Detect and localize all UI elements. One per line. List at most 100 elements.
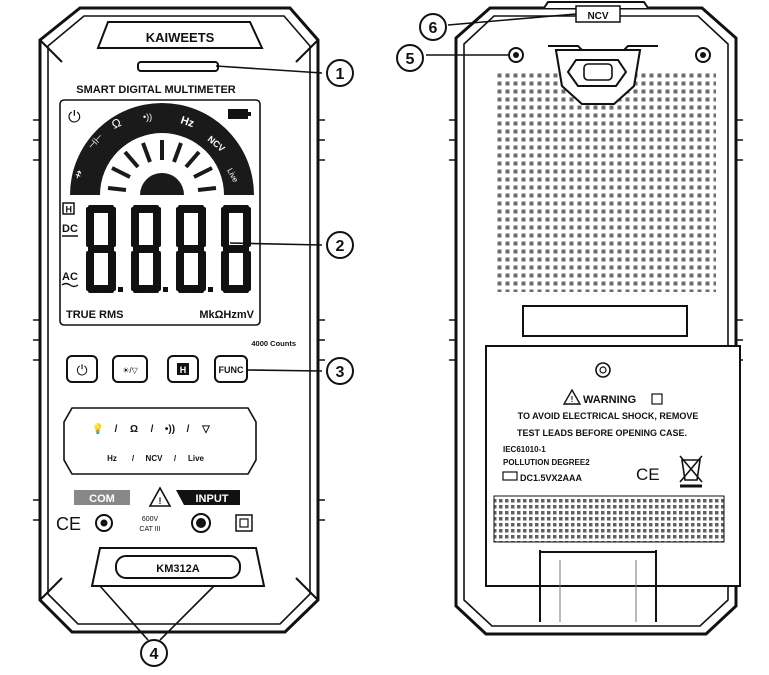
rating-line2: CAT III <box>139 526 160 533</box>
digit-segment <box>108 207 116 247</box>
mode-item: / <box>187 424 190 435</box>
digit-segment <box>223 245 249 253</box>
true-rms-label: TRUE RMS <box>66 309 123 321</box>
callout-1: 1 <box>326 59 354 87</box>
mode-item: Ω <box>130 424 138 435</box>
input-jack[interactable] <box>191 513 211 533</box>
svg-text:2: 2 <box>336 238 345 255</box>
mode-item: 💡 <box>92 422 104 435</box>
digit-segment <box>198 251 206 291</box>
func-label: FUNC <box>219 365 244 375</box>
mode-panel <box>63 407 257 475</box>
dc-flag: DC <box>62 223 78 235</box>
digit-segment <box>133 285 159 293</box>
digit-segment <box>88 245 114 253</box>
digit-segment <box>108 251 116 291</box>
ac-flag: AC <box>62 271 78 283</box>
arc-label-continuity: •)) <box>143 112 152 122</box>
hold-flag: H <box>66 205 73 215</box>
digit-segment <box>243 251 251 291</box>
mode-item: Hz <box>107 454 117 463</box>
digit-segment <box>223 285 249 293</box>
arc-label-hz: Hz <box>179 114 196 130</box>
com-label: COM <box>89 493 115 505</box>
com-jack[interactable] <box>95 514 113 532</box>
digit-segment <box>178 285 204 293</box>
callouts <box>99 13 577 641</box>
digit-segment <box>176 251 184 291</box>
digit-segment <box>153 251 161 291</box>
callout-4: 4 <box>140 639 168 667</box>
right-grip <box>318 119 325 521</box>
back-label-slot <box>522 305 688 337</box>
power-icon: ⏻ <box>76 362 87 378</box>
hold-button[interactable]: H <box>167 355 199 383</box>
svg-text:5: 5 <box>406 51 415 68</box>
digit-segment <box>221 251 229 291</box>
light-rel-label: ☀/▽ <box>122 366 138 375</box>
model-label: KM312A <box>156 563 199 575</box>
decimal-point <box>118 287 123 292</box>
svg-text:6: 6 <box>429 20 438 37</box>
digit-segment <box>133 245 159 253</box>
front-view: KAIWEETS SMART DIGITAL MULTIMETER ⏻ ⇸ ⊣⊢… <box>33 6 325 634</box>
lower-grille <box>494 496 724 542</box>
lcd-title: SMART DIGITAL MULTIMETER <box>76 84 236 96</box>
mode-item: / <box>151 424 154 435</box>
svg-text:4: 4 <box>150 646 159 663</box>
arc-label-diode: ⇸ <box>72 168 86 181</box>
mode-item: Live <box>188 454 205 463</box>
digit-segment <box>88 285 114 293</box>
callout-6: 6 <box>419 13 447 41</box>
callout-5: 5 <box>396 44 424 72</box>
mode-item: NCV <box>146 454 164 463</box>
back-view: NCV ! WARNING TO AVOID ELECTRICAL SHOCK,… <box>449 0 743 636</box>
callout-2: 2 <box>326 231 354 259</box>
rating-line1: 600V <box>142 516 159 523</box>
light-rel-button[interactable]: ☀/▽ <box>112 355 148 383</box>
ncv-sensor-slot <box>137 61 219 72</box>
digit-segment <box>243 207 251 247</box>
function-arc: ⇸ ⊣⊢ Ω •)) Hz NCV Live <box>70 103 254 195</box>
digit-segment <box>153 207 161 247</box>
mode-item: / <box>115 424 118 435</box>
digit-segment <box>178 245 204 253</box>
digit-segment <box>198 207 206 247</box>
svg-text:1: 1 <box>336 66 345 83</box>
battery-spec: DC1.5VX2AAA <box>520 473 583 483</box>
mode-item: / <box>132 454 135 463</box>
digit-segment <box>86 251 94 291</box>
digit-segment <box>176 207 184 247</box>
warning-title: WARNING <box>583 394 636 406</box>
func-button[interactable]: FUNC <box>214 355 248 383</box>
warning-triangle-icon <box>148 486 172 507</box>
digit-segment <box>133 205 159 213</box>
input-label: INPUT <box>196 493 229 505</box>
svg-text:3: 3 <box>336 364 345 381</box>
decimal-point <box>208 287 213 292</box>
seven-segment-digits <box>86 205 251 293</box>
weee-bin-icon <box>679 455 703 488</box>
digit-segment <box>88 205 114 213</box>
left-grip <box>33 119 40 521</box>
battery-icon <box>228 109 248 119</box>
mode-item: •)) <box>165 424 175 435</box>
ce-mark-back: CE <box>636 465 660 484</box>
digit-segment <box>86 207 94 247</box>
brand-logo: KAIWEETS <box>146 30 215 45</box>
power-indicator-icon: ⏻ <box>68 109 81 126</box>
callout-3: 3 <box>326 357 354 385</box>
battery-symbol-icon <box>502 471 518 481</box>
digit-segment <box>131 207 139 247</box>
standard-line: IEC61010-1 <box>503 445 546 454</box>
counts-label: 4000 Counts <box>251 339 296 348</box>
power-button[interactable]: ⏻ <box>66 355 98 383</box>
mode-item: ▽ <box>201 424 210 435</box>
digit-segment <box>221 207 229 247</box>
battery-cover <box>485 345 741 587</box>
warning-line1: TO AVOID ELECTRICAL SHOCK, REMOVE <box>518 411 699 421</box>
warning-line2: TEST LEADS BEFORE OPENING CASE. <box>517 428 687 438</box>
units-label: MkΩHzmV <box>199 309 254 321</box>
ncv-top-label: NCV <box>587 11 608 22</box>
